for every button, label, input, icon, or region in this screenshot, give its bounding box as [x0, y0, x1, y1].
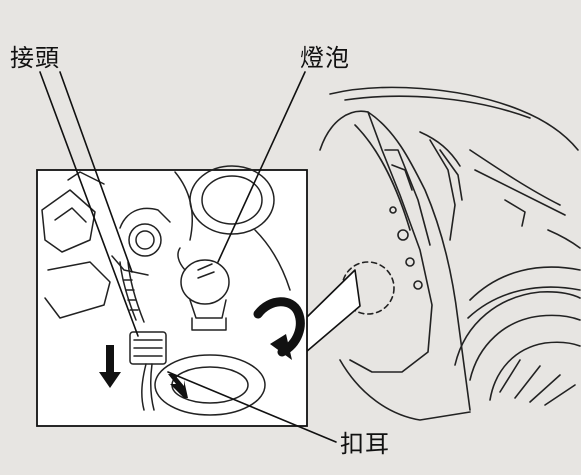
connector-leader-line-secondary — [59, 71, 133, 273]
tab-label: 扣耳 — [340, 430, 390, 458]
connector-leader-line — [39, 71, 139, 337]
inset-callout-pointer — [305, 269, 361, 353]
vehicle-front-drawing — [319, 86, 581, 421]
pull-down-arrow — [99, 345, 121, 388]
connector-label: 接頭 — [10, 44, 60, 72]
press-tab-arrow — [168, 374, 188, 398]
inset-detail-drawing — [41, 165, 291, 416]
rotate-bulb-arrow — [253, 297, 305, 360]
bulb-label: 燈泡 — [300, 44, 350, 72]
tab-leader-line — [167, 371, 337, 443]
bulb-leader-line — [217, 71, 306, 263]
